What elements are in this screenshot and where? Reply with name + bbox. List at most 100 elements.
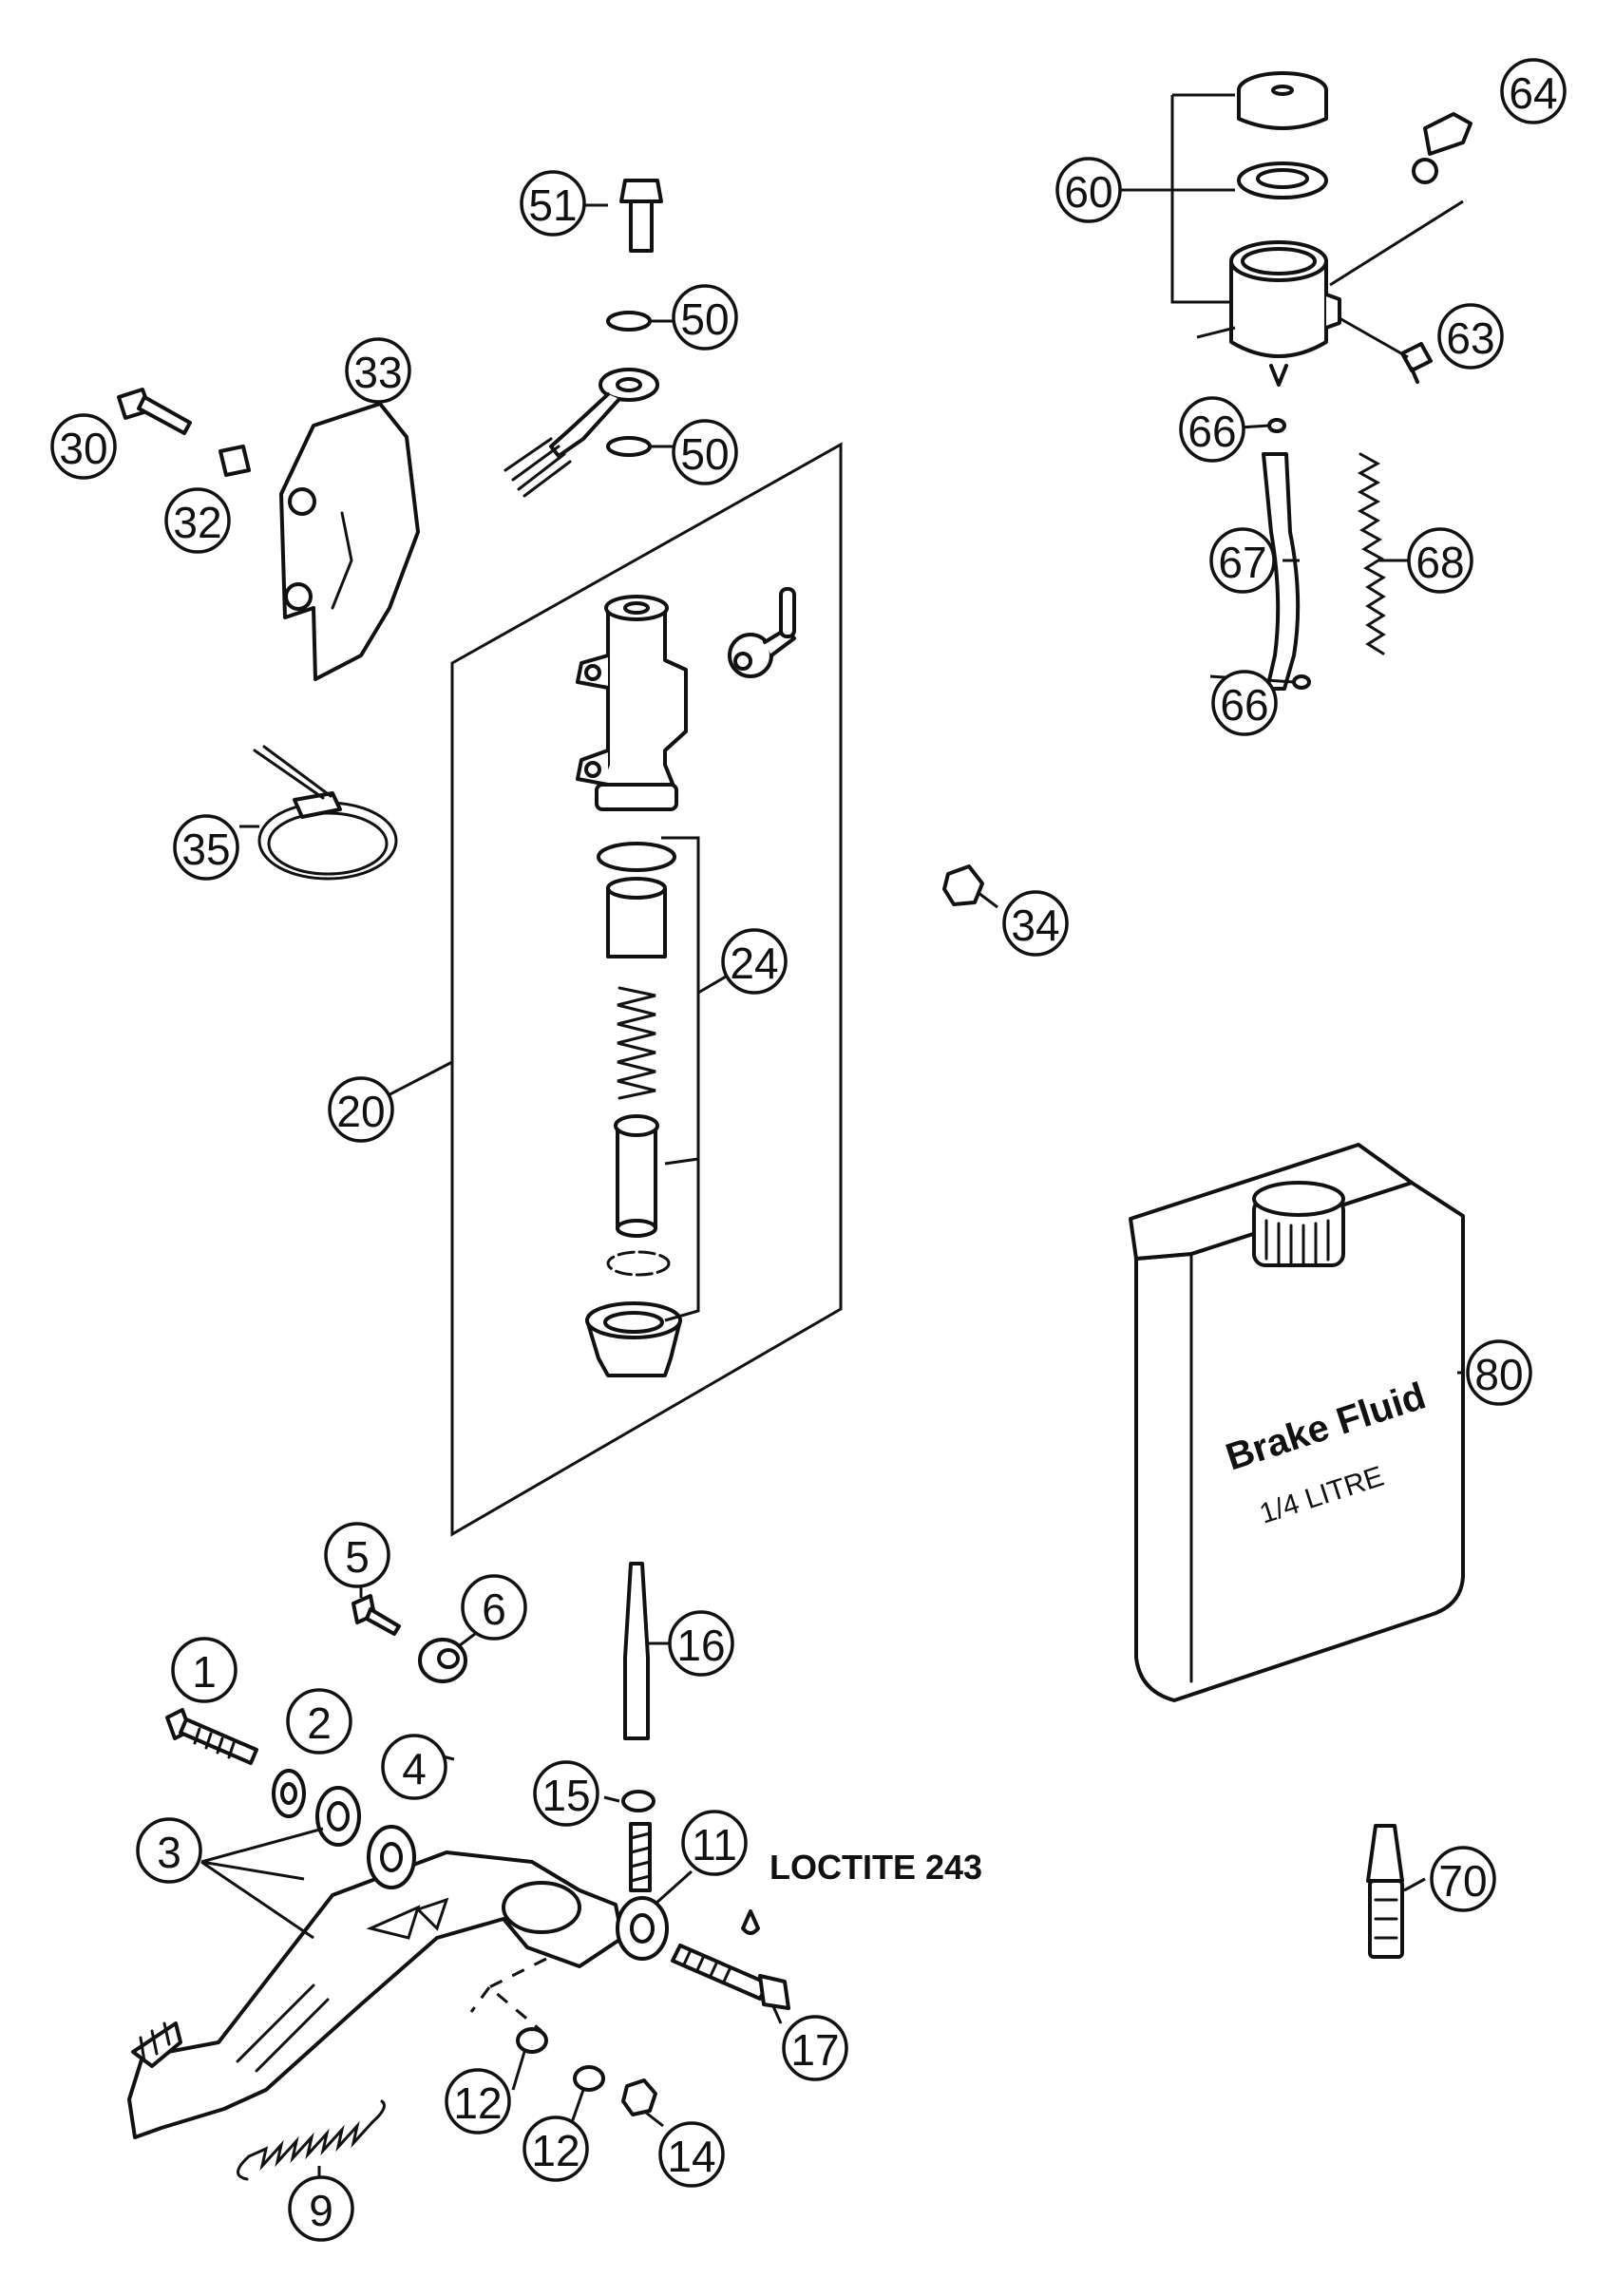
callout-circle — [50, 413, 117, 480]
callout-number: 63 — [1446, 313, 1494, 363]
callout-63: 63 — [1437, 303, 1504, 370]
callout-1: 1 — [171, 1637, 238, 1703]
master-cylinder-body — [576, 595, 688, 811]
callout-number: 60 — [1064, 167, 1112, 217]
callout-number: 68 — [1416, 538, 1464, 587]
callout-circle — [324, 1522, 390, 1588]
callout-6: 6 — [461, 1574, 527, 1641]
callout-70: 70 — [1430, 1846, 1496, 1912]
master-cylinder-kit-frame — [450, 442, 843, 1537]
piston-sleeve — [606, 877, 667, 958]
callout-number: 70 — [1438, 1856, 1487, 1906]
pivot-washer — [272, 1769, 306, 1818]
callout-number: 6 — [482, 1584, 506, 1634]
callout-15: 15 — [533, 1760, 599, 1827]
callout-circle — [1055, 157, 1122, 223]
banjo-fitting-hose — [504, 368, 659, 498]
callout-circle — [1437, 303, 1504, 370]
loctite-drop — [741, 1909, 760, 1935]
reservoir-cap — [1237, 71, 1328, 130]
callout-number: 66 — [1188, 407, 1236, 456]
callout-circle — [1430, 1846, 1496, 1912]
callout-circle — [522, 2116, 589, 2182]
callout-circle — [672, 284, 738, 351]
callout-34: 34 — [1002, 890, 1069, 957]
callout-circle — [668, 1610, 734, 1677]
callout-circle — [721, 928, 788, 995]
circlip — [606, 1250, 671, 1277]
loctite-label: LOCTITE 243 — [770, 1848, 982, 1887]
callout-14: 14 — [658, 2121, 725, 2188]
callout-80: 80 — [1466, 1339, 1532, 1406]
hex-nut-34 — [942, 864, 984, 906]
brake-pedal — [127, 1850, 624, 2139]
callout-number: 35 — [181, 825, 230, 874]
callout-circle — [171, 1637, 238, 1703]
callout-50b: 50 — [672, 419, 738, 485]
washer-12a — [516, 2027, 548, 2054]
banjo-bolt — [619, 179, 663, 253]
callout-4: 4 — [381, 1734, 447, 1800]
callout-12a: 12 — [445, 2068, 511, 2135]
callout-circle — [520, 170, 586, 237]
reservoir-diaphragm — [1237, 161, 1328, 199]
callout-number: 32 — [173, 498, 221, 547]
callout-number: 67 — [1218, 538, 1266, 587]
callout-number: 3 — [157, 1828, 181, 1877]
callout-number: 17 — [790, 2025, 839, 2075]
washer-12b — [573, 2065, 605, 2092]
axis-line — [469, 1957, 547, 2033]
callout-circle — [1209, 527, 1276, 594]
callout-number: 4 — [402, 1744, 427, 1793]
clevis-bolt — [671, 1944, 790, 2010]
callout-number: 80 — [1474, 1350, 1523, 1399]
callout-circle — [328, 1076, 394, 1143]
callout-17: 17 — [782, 2015, 848, 2081]
callout-16: 16 — [668, 1610, 734, 1677]
callout-number: 12 — [453, 2078, 502, 2128]
callout-number: 50 — [680, 294, 729, 344]
callout-number: 12 — [531, 2126, 580, 2175]
callout-circle — [658, 2121, 725, 2188]
callout-circle — [782, 2015, 848, 2081]
callout-number: 11 — [692, 1820, 737, 1869]
cylinder-guard — [279, 402, 420, 681]
callout-number: 16 — [676, 1621, 725, 1670]
callout-number: 2 — [307, 1698, 332, 1748]
callout-number: 66 — [1220, 680, 1268, 730]
callout-number: 9 — [309, 2186, 333, 2235]
reservoir-screw — [1400, 342, 1433, 384]
pivot-bearing-outer — [367, 1825, 416, 1889]
callout-33: 33 — [345, 337, 411, 404]
callout-number: 30 — [59, 424, 107, 473]
callout-number: 14 — [667, 2132, 715, 2181]
callout-number: 34 — [1011, 901, 1059, 950]
callout-circle — [286, 1688, 352, 1755]
o-ring — [597, 842, 676, 872]
callout-circle — [672, 419, 738, 485]
callout-number: 24 — [730, 939, 778, 988]
callout-30: 30 — [50, 413, 117, 480]
callout-circle — [1211, 670, 1278, 736]
callout-9: 9 — [288, 2175, 354, 2242]
pivot-bearing-inner — [315, 1786, 361, 1847]
sealing-washer-bottom — [606, 436, 652, 457]
callout-circle — [1179, 396, 1245, 463]
callout-66b: 66 — [1211, 670, 1278, 736]
return-spring — [617, 986, 656, 1100]
callout-number: 33 — [353, 348, 402, 397]
brake-fluid-can: Brake Fluid 1/4 LITRE — [1129, 1143, 1465, 1702]
piston — [614, 1114, 659, 1238]
callout-number: 64 — [1509, 68, 1557, 118]
callout-50a: 50 — [672, 284, 738, 351]
callout-2: 2 — [286, 1688, 352, 1755]
callout-68: 68 — [1407, 527, 1473, 594]
callout-circle — [381, 1734, 447, 1800]
callout-11: 11 — [681, 1810, 748, 1876]
callout-circle — [1002, 890, 1069, 957]
dust-boot — [585, 1301, 682, 1377]
callout-number: 51 — [528, 180, 577, 230]
loctite-bottle — [1366, 1824, 1404, 1959]
clevis-eye — [616, 1896, 669, 1961]
guard-bolt — [117, 388, 192, 435]
